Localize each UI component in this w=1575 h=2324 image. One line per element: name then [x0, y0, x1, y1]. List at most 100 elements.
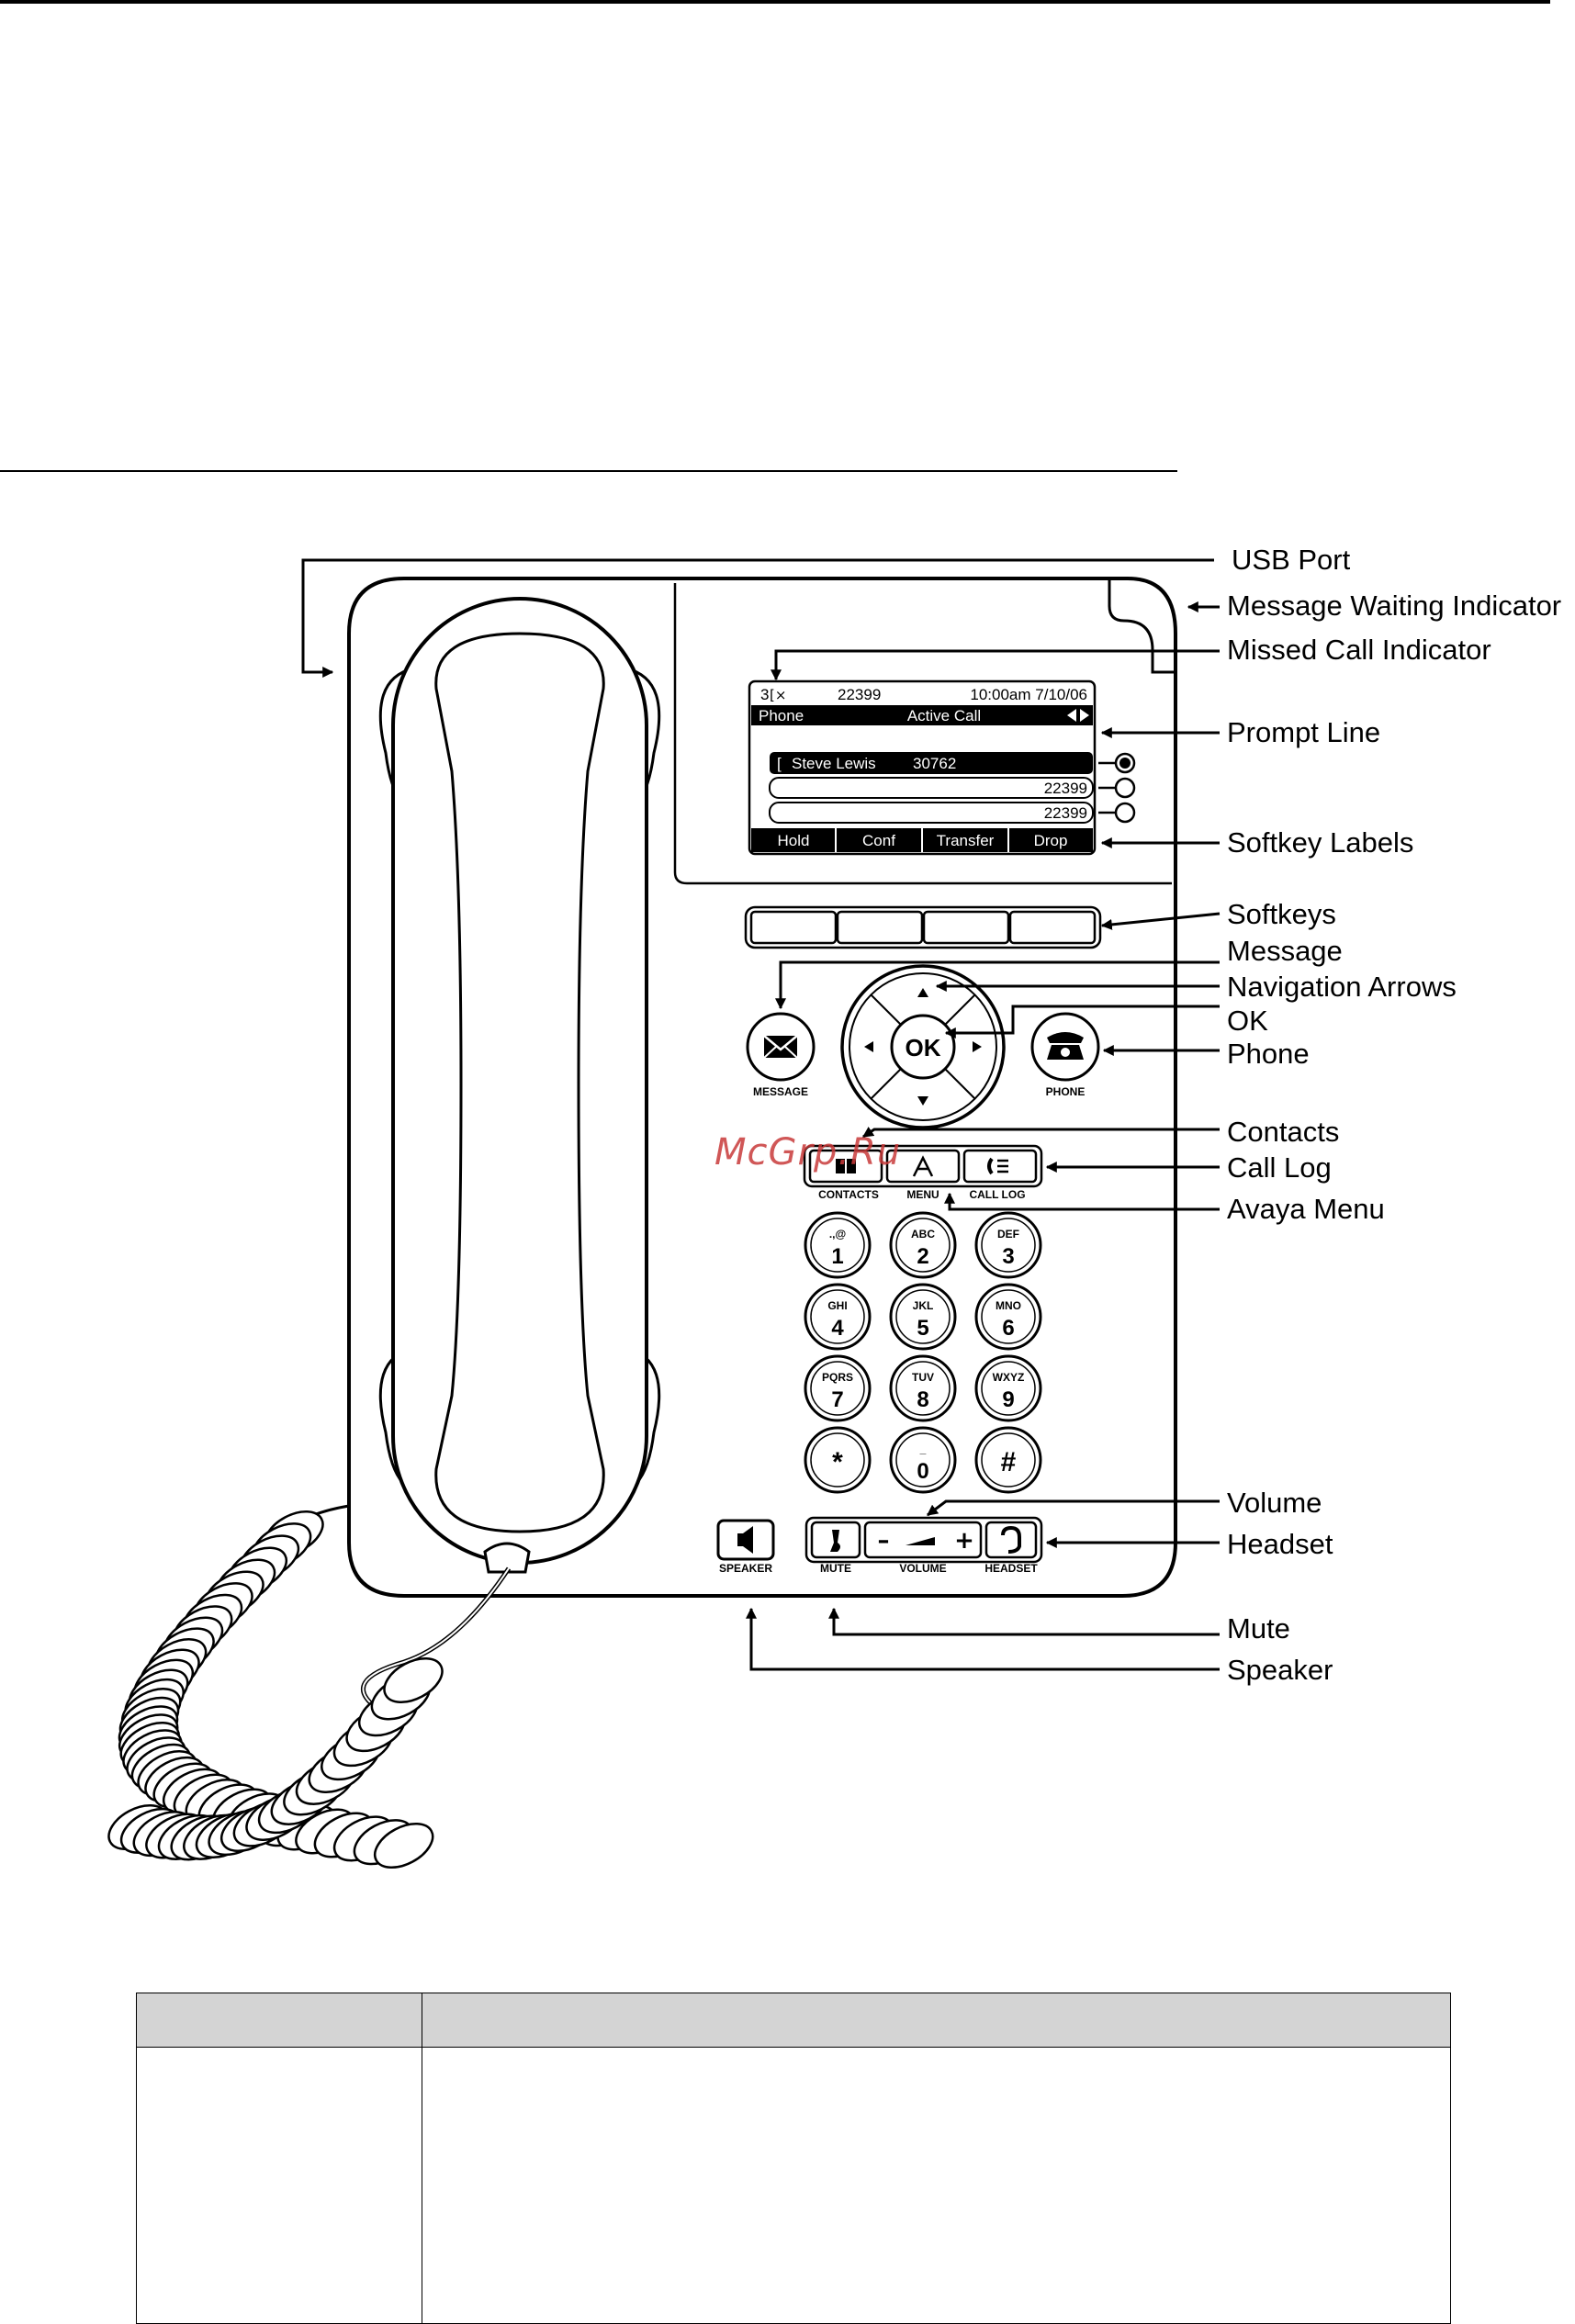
nav-right-arrow-icon[interactable]: [973, 1041, 982, 1052]
keypad-letters: MNO: [996, 1299, 1021, 1312]
nav-down-arrow-icon[interactable]: [917, 1096, 928, 1106]
callout-avaya-menu: Avaya Menu: [1227, 1193, 1385, 1225]
callout-call-log: Call Log: [1227, 1151, 1332, 1184]
nav-up-arrow-icon[interactable]: [917, 988, 928, 997]
phone-button-label: PHONE: [1046, 1085, 1086, 1098]
headset-button-label: HEADSET: [984, 1562, 1038, 1575]
keypad-digit: 3: [1002, 1244, 1014, 1269]
table-header-row: [136, 1993, 1451, 2048]
callout-phone: Phone: [1227, 1038, 1310, 1070]
speaker-button[interactable]: [716, 1519, 775, 1561]
keypad-letters: ABC: [911, 1228, 935, 1241]
status-extension: 22399: [838, 686, 881, 703]
table-row: [136, 2047, 1451, 2324]
callout-navigation-arrows: Navigation Arrows: [1227, 971, 1457, 1003]
softkey-label-conf: Conf: [862, 832, 895, 849]
dial-keypad: .,@1ABC2DEF3GHI4JKL5MNO6PQRS7TUV8WXYZ9*_…: [804, 1211, 1042, 1494]
status-count: 3: [760, 686, 769, 703]
softkey-1[interactable]: [749, 910, 838, 945]
callout-mute: Mute: [1227, 1612, 1290, 1645]
navigation-cluster: OK: [840, 964, 1006, 1129]
line1-number: 30762: [913, 755, 956, 772]
keypad-letters: .,@: [829, 1228, 846, 1241]
speaker-button-label: SPEAKER: [719, 1562, 772, 1575]
keypad-digit: 8: [917, 1387, 928, 1412]
avaya-logo-icon: [912, 1155, 934, 1177]
ok-button[interactable]: [890, 1014, 956, 1080]
line-button-2[interactable]: [1114, 777, 1136, 799]
envelope-icon: [763, 1035, 798, 1059]
keypad-key-0[interactable]: _0: [889, 1426, 957, 1494]
line-appearance-3[interactable]: [769, 802, 1094, 824]
callout-softkeys: Softkeys: [1227, 898, 1336, 930]
keypad-letters: JKL: [913, 1299, 934, 1312]
callout-headset: Headset: [1227, 1528, 1333, 1560]
softkey-label-drop: Drop: [1034, 832, 1068, 849]
volume-rocker[interactable]: – +: [863, 1521, 983, 1559]
callout-labels: USB Port Message Waiting Indicator Misse…: [1227, 544, 1561, 1686]
keypad-letters: GHI: [827, 1299, 847, 1312]
softkey-4[interactable]: [1008, 910, 1097, 945]
callout-softkey-labels: Softkey Labels: [1227, 826, 1413, 859]
softkeys: [744, 905, 1102, 949]
keypad-letters: PQRS: [822, 1371, 853, 1384]
menu-button[interactable]: [885, 1149, 961, 1184]
mute-button[interactable]: [810, 1521, 861, 1559]
keypad-key-8[interactable]: TUV 8: [889, 1354, 957, 1422]
callout-contacts: Contacts: [1227, 1116, 1339, 1148]
phone-button[interactable]: [1030, 1012, 1100, 1082]
call-log-icon: [987, 1157, 1008, 1175]
line-buttons: [1098, 752, 1136, 824]
nav-left-arrow-icon[interactable]: [864, 1041, 873, 1052]
prompt-header-left: Phone: [759, 707, 804, 724]
mute-button-label: MUTE: [820, 1562, 851, 1575]
contacts-button-label: CONTACTS: [818, 1188, 879, 1201]
softkey-2[interactable]: [836, 910, 924, 945]
keypad-key-star[interactable]: *: [804, 1426, 872, 1494]
menu-button-label: MENU: [906, 1188, 939, 1201]
keypad-digit: 6: [1002, 1316, 1014, 1341]
callout-message: Message: [1227, 935, 1343, 967]
softkey-label-transfer: Transfer: [937, 832, 995, 849]
line-appearance-2[interactable]: [769, 777, 1094, 799]
section-rule: [0, 470, 1177, 472]
headset-button[interactable]: [984, 1521, 1038, 1559]
function-key-row: [803, 1144, 1043, 1188]
message-button-label: MESSAGE: [753, 1085, 808, 1098]
volume-up-button[interactable]: +: [954, 1527, 974, 1555]
keypad-key-1[interactable]: .,@1: [804, 1211, 872, 1279]
svg-text:[: [: [777, 755, 782, 772]
table-cell-2: [422, 2047, 1451, 2324]
keypad-letters: _: [919, 1443, 927, 1455]
softkey-3[interactable]: [922, 910, 1010, 945]
prompt-header-center: Active Call: [907, 707, 981, 724]
callout-prompt-line: Prompt Line: [1227, 716, 1380, 748]
callout-volume: Volume: [1227, 1487, 1322, 1519]
message-waiting-indicator: [1108, 580, 1174, 674]
keypad-key-pound[interactable]: #: [974, 1426, 1042, 1494]
keypad-key-6[interactable]: MNO 6: [974, 1283, 1042, 1351]
line-appearance-1[interactable]: [770, 752, 1093, 774]
call-log-button-label: CALL LOG: [969, 1188, 1025, 1201]
coiled-cord: [107, 1504, 512, 1869]
callout-missed-call-indicator: Missed Call Indicator: [1227, 634, 1491, 666]
keypad-digit: #: [1001, 1447, 1017, 1477]
handset: [378, 597, 661, 1574]
volume-down-button[interactable]: –: [878, 1527, 890, 1555]
volume-rocker-label: VOLUME: [899, 1562, 946, 1575]
keypad-letters: TUV: [912, 1371, 934, 1384]
ok-button-label: OK: [906, 1034, 941, 1061]
keypad-digit: 9: [1002, 1387, 1014, 1412]
message-button[interactable]: [746, 1012, 816, 1082]
line2-number: 22399: [1044, 780, 1087, 797]
status-time: 10:00am 7/10/06: [970, 686, 1087, 703]
callout-speaker: Speaker: [1227, 1654, 1333, 1686]
line-button-3[interactable]: [1114, 802, 1136, 824]
display-screen: 3 [× 22399 10:00am 7/10/06 Phone Active …: [748, 679, 1097, 856]
